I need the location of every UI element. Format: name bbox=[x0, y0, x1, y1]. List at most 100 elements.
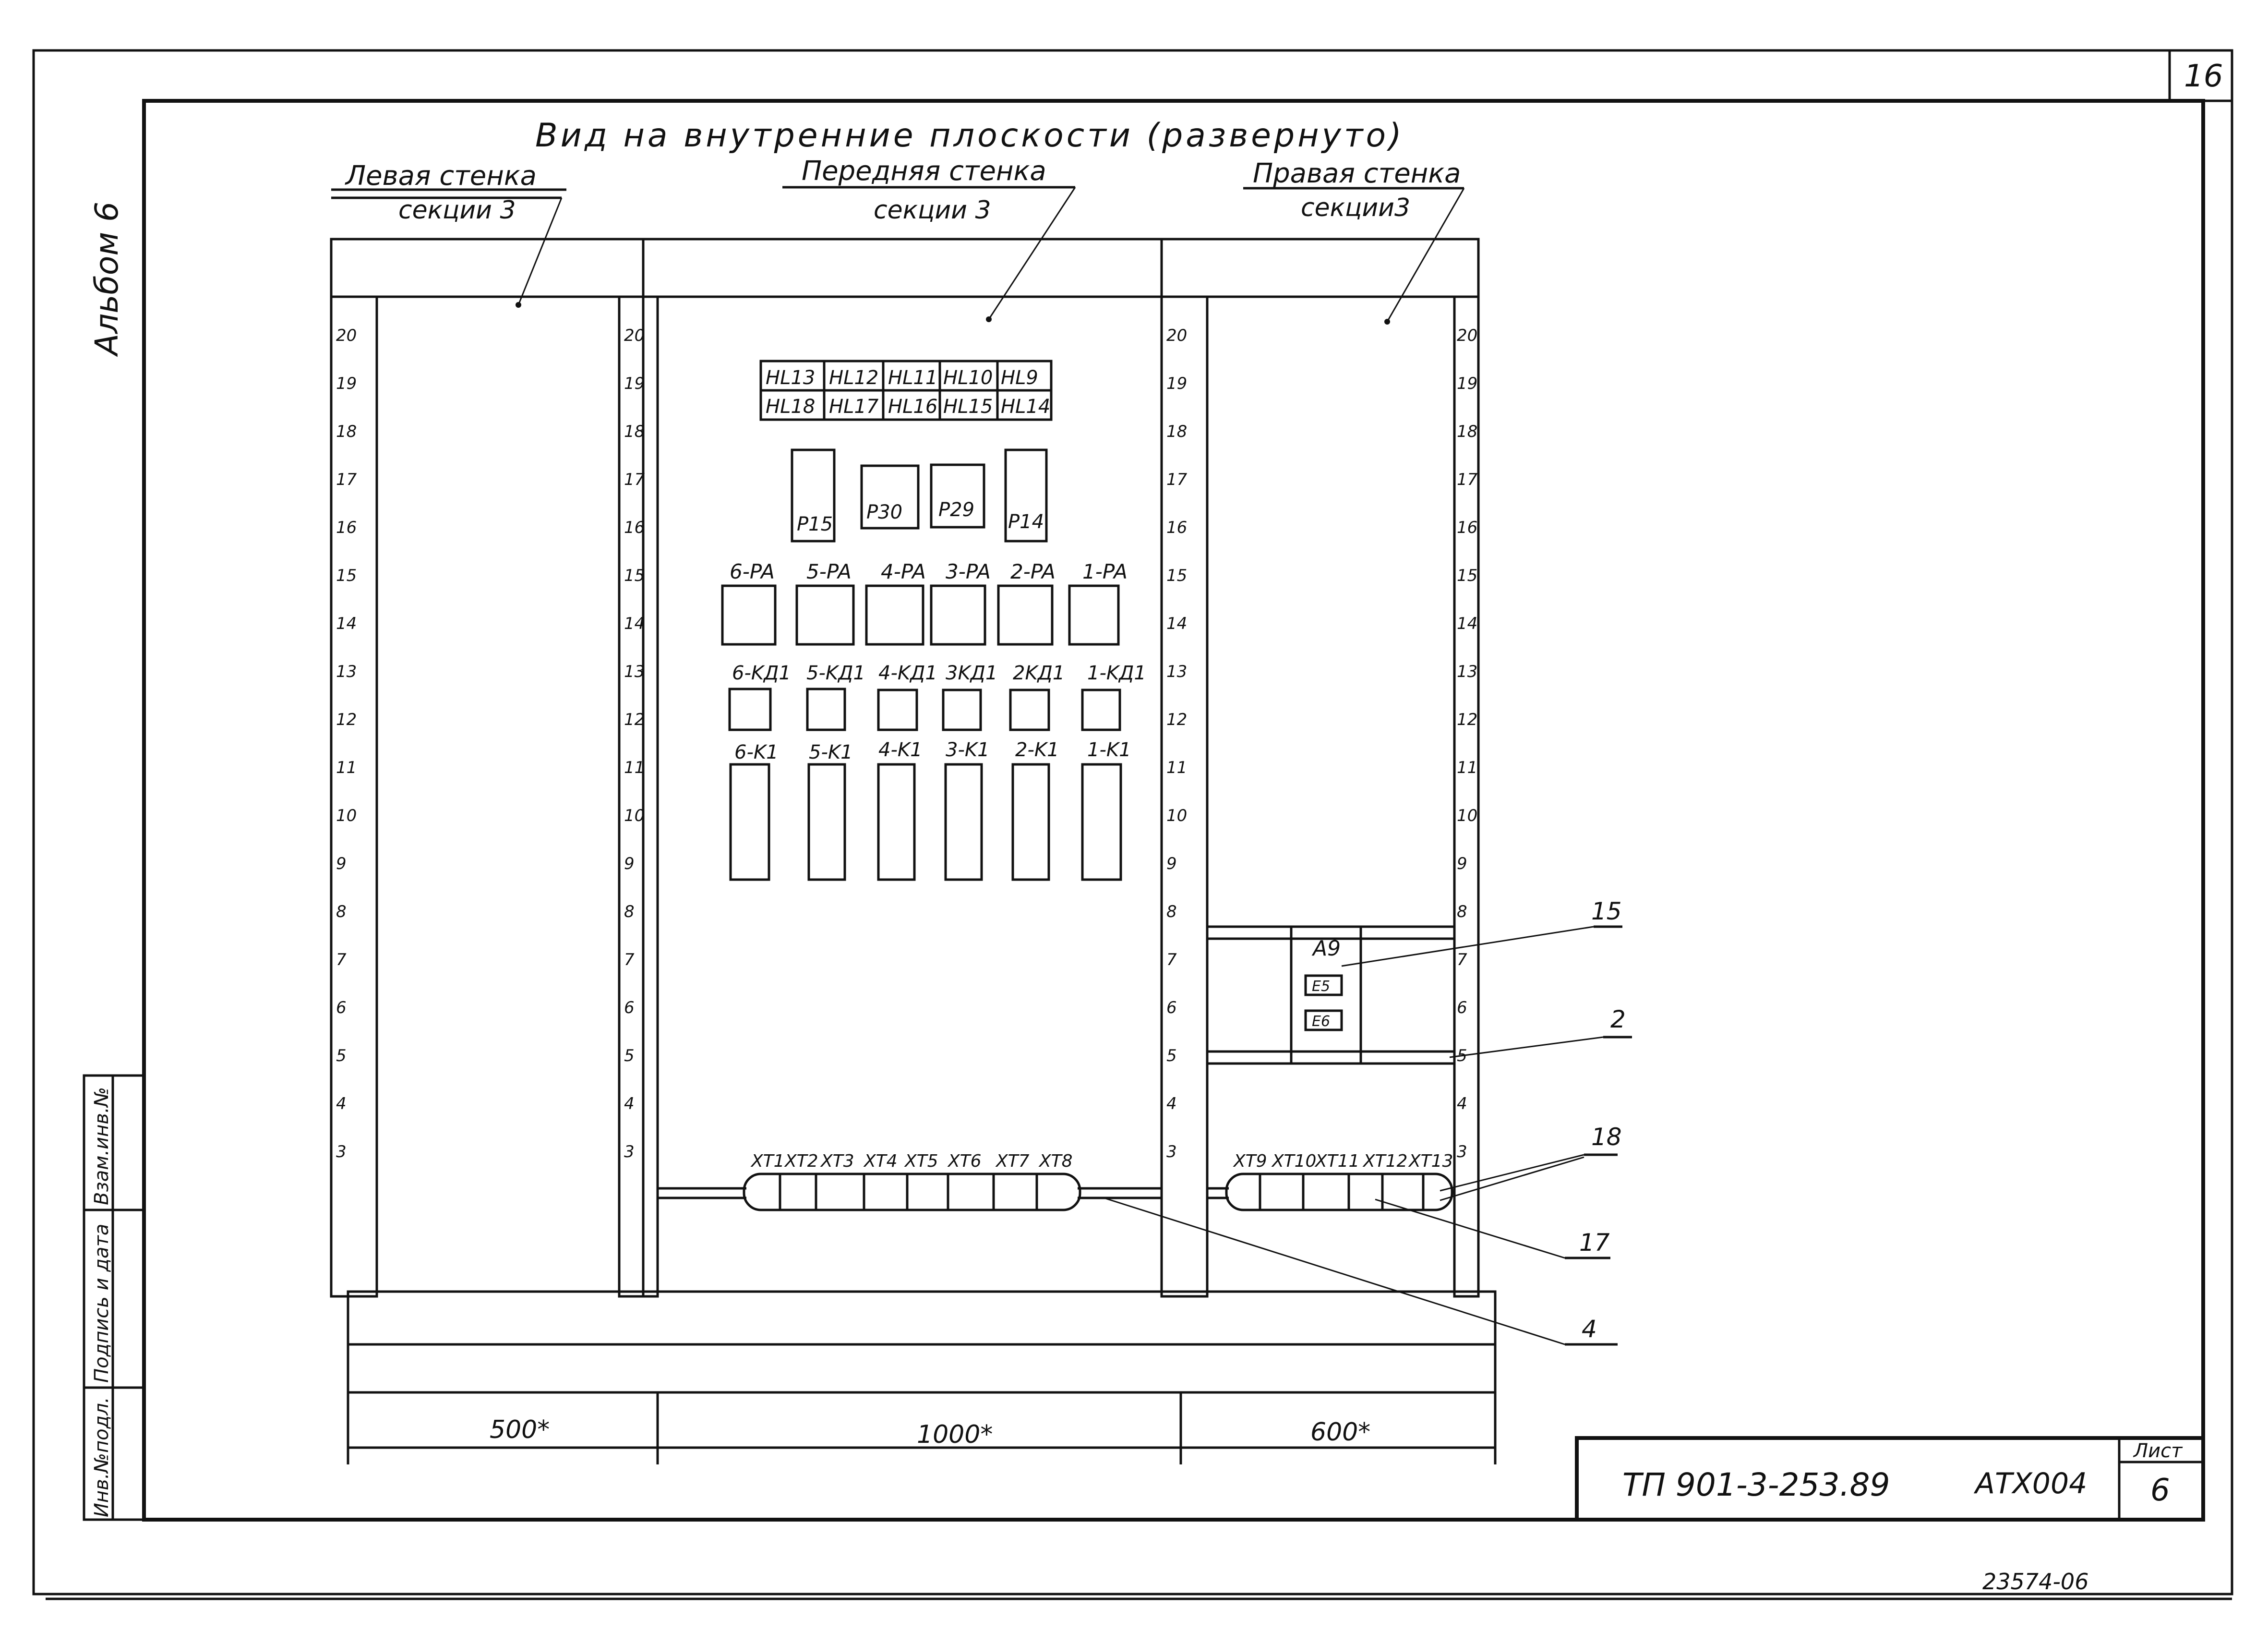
panel-item: E5 bbox=[1312, 978, 1330, 995]
lamp-label: HL10 bbox=[943, 367, 993, 389]
contactor-label: 3-K1 bbox=[946, 739, 990, 761]
drawing-text: 3 bbox=[624, 1142, 635, 1161]
drawing-text: 16 bbox=[1457, 518, 1477, 537]
drawing-text: 18 bbox=[624, 422, 645, 441]
ammeter-label: 1-PA bbox=[1082, 560, 1128, 583]
terminal-label: XT7 bbox=[995, 1151, 1030, 1171]
lamp-label: HL13 bbox=[766, 367, 815, 389]
drawing-text: 16 bbox=[1166, 518, 1187, 537]
drawing-text: 8 bbox=[624, 902, 635, 921]
drawing-text: 11 bbox=[336, 758, 357, 777]
drawing-text: 20 bbox=[336, 326, 357, 345]
drawing-text: 6 bbox=[336, 998, 347, 1017]
relay-label: P29 bbox=[938, 499, 974, 521]
scale-front-left: 20 19 18 17 16 15 14 13 12 11 10 9 8 7 6… bbox=[624, 326, 645, 1161]
ammeter-label: 4-PA bbox=[881, 560, 926, 583]
dimension-label: 500* bbox=[490, 1415, 550, 1444]
ammeter-label: 2-PA bbox=[1010, 560, 1056, 583]
corner-box bbox=[2168, 49, 2233, 102]
terminal-block-right: XT9 XT10 XT11 XT12 XT13 bbox=[1207, 1151, 1453, 1211]
stamp-sign-label: Подпись и дата bbox=[91, 1224, 113, 1383]
drawing-text: 4 bbox=[624, 1094, 635, 1113]
cabinet-outline bbox=[330, 238, 1497, 1394]
drawing-text: 9 bbox=[336, 854, 347, 873]
drawing-text: 5 bbox=[336, 1046, 347, 1065]
callout-number: 2 bbox=[1610, 1005, 1626, 1033]
drawing-text: 3 bbox=[1457, 1142, 1467, 1161]
archive-number: 23574-06 bbox=[1982, 1569, 2088, 1595]
drawing-text: 18 bbox=[1457, 422, 1477, 441]
panel-label: A9 bbox=[1311, 936, 1341, 961]
drawing-text: 17 bbox=[624, 470, 645, 489]
terminal-label: XT13 bbox=[1408, 1151, 1453, 1171]
drawing-text: 3 bbox=[1166, 1142, 1177, 1161]
contactor-label: 1-K1 bbox=[1087, 739, 1131, 761]
drawing-text: 13 bbox=[1457, 662, 1477, 681]
relay-label: P14 bbox=[1008, 511, 1044, 533]
drawing-text: 8 bbox=[1166, 902, 1177, 921]
terminal-label: XT6 bbox=[947, 1151, 982, 1171]
contactor-label: 6-K1 bbox=[734, 741, 779, 763]
drawing-text: 17 bbox=[1166, 470, 1188, 489]
drawing-text: 16 bbox=[624, 518, 645, 537]
scale-left: 20 19 18 17 16 15 14 13 12 11 10 9 8 7 6… bbox=[336, 326, 357, 1161]
drawing-text: 10 bbox=[336, 806, 357, 825]
lamp-label: HL14 bbox=[1001, 396, 1050, 418]
terminal-label: XT12 bbox=[1362, 1151, 1407, 1171]
drawing-text: 14 bbox=[1166, 614, 1187, 633]
terminal-label: XT5 bbox=[904, 1151, 938, 1171]
drawing-text: 12 bbox=[1166, 710, 1187, 729]
terminal-label: XT1 bbox=[750, 1151, 785, 1171]
stamp-inv-label: Инв.№подл. bbox=[91, 1397, 113, 1517]
drawing-text: 15 bbox=[1457, 566, 1477, 585]
document-code: АТХ004 bbox=[1973, 1467, 2087, 1500]
drawing-text: 4 bbox=[336, 1094, 347, 1113]
kd-label: 6-KД1 bbox=[732, 662, 791, 684]
right-wall-section: секции3 bbox=[1301, 193, 1410, 222]
kd-label: 1-KД1 bbox=[1087, 662, 1146, 684]
drawing-text: 3 bbox=[336, 1142, 347, 1161]
kd-label: 2KД1 bbox=[1013, 662, 1065, 684]
sheet-number: 6 bbox=[2150, 1473, 2170, 1508]
sheet-label: Лист bbox=[2133, 1440, 2183, 1462]
ammeter-label: 3-PA bbox=[946, 560, 991, 583]
sheet-corner-number: 16 bbox=[2184, 59, 2223, 94]
drawing-text: 20 bbox=[1457, 326, 1477, 345]
dimensions: 500* 1000* 600* bbox=[347, 1392, 1497, 1464]
drawing-text: 14 bbox=[624, 614, 645, 633]
kd-label: 4-KД1 bbox=[878, 662, 937, 684]
ammeter-label: 5-PA bbox=[806, 560, 852, 583]
wall-labels: Левая стенка секции 3 Передняя стенка се… bbox=[331, 156, 1465, 325]
drawing-code: ТП 901-3-253.89 bbox=[1622, 1466, 1890, 1503]
kd-row: 6-KД1 5-KД1 4-KД1 3KД1 2KД1 1-KД1 bbox=[728, 662, 1146, 731]
drawing-text: 13 bbox=[336, 662, 357, 681]
drawing-text: 13 bbox=[624, 662, 645, 681]
dimension-label: 600* bbox=[1310, 1418, 1370, 1447]
terminal-label: XT4 bbox=[863, 1151, 898, 1171]
terminal-label: XT3 bbox=[820, 1151, 854, 1171]
drawing-text: 8 bbox=[336, 902, 347, 921]
callout-number: 17 bbox=[1579, 1229, 1610, 1257]
front-wall-section: секции 3 bbox=[874, 196, 991, 225]
drawing-text: 5 bbox=[1166, 1046, 1177, 1065]
relay-row: P15 P30 P29 P14 bbox=[791, 448, 1048, 543]
terminal-label: XT10 bbox=[1271, 1151, 1316, 1171]
drawing-text: 10 bbox=[624, 806, 645, 825]
drawing-text: 4 bbox=[1166, 1094, 1177, 1113]
relay-label: P15 bbox=[797, 513, 833, 535]
drawing-text: 17 bbox=[336, 470, 357, 489]
drawing-text: 15 bbox=[1166, 566, 1187, 585]
drawing-text: 14 bbox=[1457, 614, 1477, 633]
drawing-text: 12 bbox=[1457, 710, 1477, 729]
front-wall-name: Передняя стенка bbox=[802, 156, 1046, 187]
lamp-label: HL15 bbox=[943, 396, 993, 418]
terminal-label: XT11 bbox=[1314, 1151, 1359, 1171]
drawing-text: 11 bbox=[624, 758, 645, 777]
callouts: 15 2 18 17 4 bbox=[1104, 897, 1632, 1346]
callout-number: 18 bbox=[1591, 1123, 1622, 1151]
drawing-text: 7 bbox=[1166, 950, 1177, 969]
contactor-row: 6-K1 5-K1 4-K1 3-K1 2-K1 1-K1 bbox=[729, 739, 1131, 881]
drawing-text: 9 bbox=[624, 854, 635, 873]
relay-label: P30 bbox=[866, 501, 902, 523]
lamp-label: HL16 bbox=[888, 396, 937, 418]
